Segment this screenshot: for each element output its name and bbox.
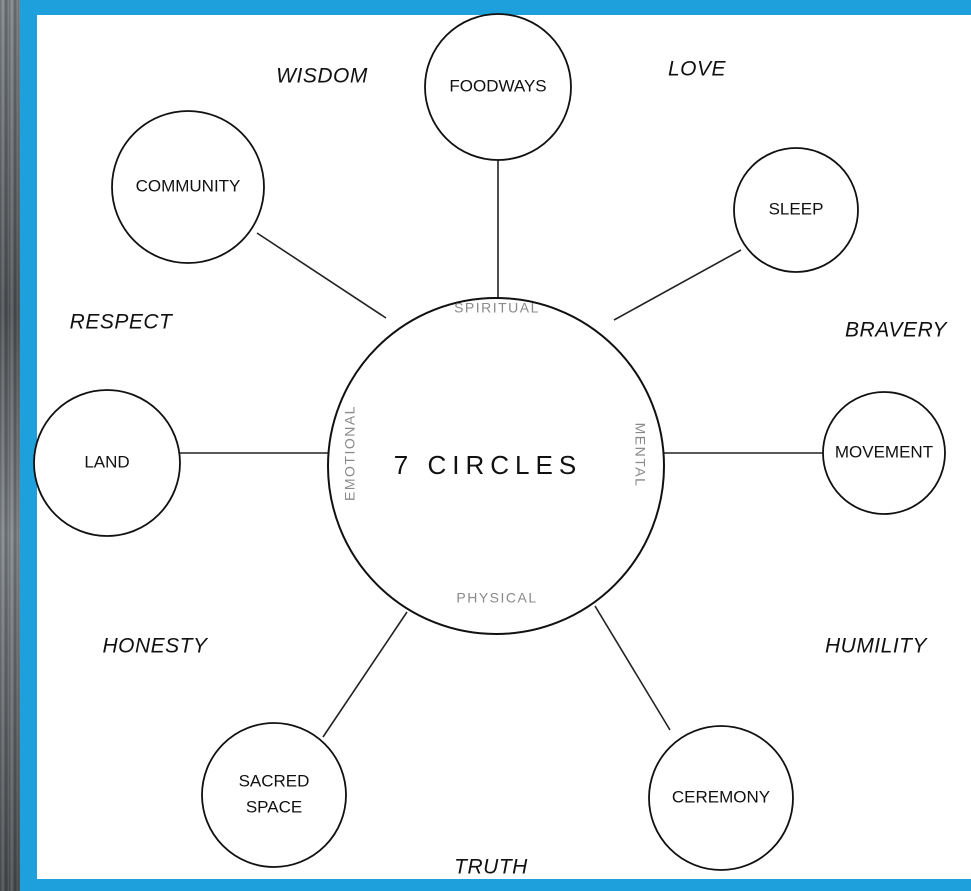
aspect-physical: PHYSICAL bbox=[456, 590, 537, 606]
aspect-emotional: EMOTIONAL bbox=[342, 405, 358, 501]
circle-ring-sacred-space bbox=[201, 722, 347, 868]
circle-ring-foodways bbox=[424, 13, 572, 161]
circle-label-sacred-space: SPACE bbox=[246, 797, 302, 816]
circle-land: LAND bbox=[33, 389, 181, 537]
circle-ring-movement bbox=[822, 391, 946, 515]
aspect-spiritual: SPIRITUAL bbox=[454, 300, 540, 316]
circle-ring-land bbox=[33, 389, 181, 537]
value-honesty: HONESTY bbox=[102, 635, 209, 658]
connector-sleep bbox=[613, 249, 742, 321]
center-circle: 7 CIRCLES SPIRITUAL PHYSICAL EMOTIONAL M… bbox=[327, 297, 665, 635]
circle-community: COMMUNITY bbox=[111, 110, 265, 264]
center-ring bbox=[327, 297, 665, 635]
center-title: 7 CIRCLES bbox=[394, 450, 582, 480]
value-truth: TRUTH bbox=[454, 856, 528, 879]
connector-ceremony bbox=[594, 605, 671, 731]
value-wisdom: WISDOM bbox=[276, 65, 368, 88]
circle-sleep: SLEEP bbox=[733, 147, 859, 273]
connectors bbox=[180, 160, 823, 738]
value-love: LOVE bbox=[668, 58, 727, 81]
circle-label-land: LAND bbox=[84, 452, 129, 471]
circle-label-sleep: SLEEP bbox=[769, 199, 824, 218]
connector-sacred-space bbox=[322, 611, 408, 738]
value-bravery: BRAVERY bbox=[845, 319, 948, 342]
value-labels: WISDOM LOVE RESPECT BRAVERY HONESTY HUMILITY T… bbox=[70, 58, 948, 879]
circle-label-ceremony: CEREMONY bbox=[672, 787, 770, 806]
circle-ring-sleep bbox=[733, 147, 859, 273]
circle-movement: MOVEMENT bbox=[822, 391, 946, 515]
circle-label-sacred-space: SACRED bbox=[239, 771, 310, 790]
circle-foodways: FOODWAYS bbox=[424, 13, 572, 161]
circle-ring-community bbox=[111, 110, 265, 264]
circle-label-movement: MOVEMENT bbox=[835, 442, 933, 461]
circle-label-foodways: FOODWAYS bbox=[449, 76, 546, 95]
circle-sacred-space: SACRED SPACE bbox=[201, 722, 347, 868]
circle-ring-ceremony bbox=[648, 725, 794, 871]
aspect-mental: MENTAL bbox=[632, 423, 648, 488]
value-respect: RESPECT bbox=[70, 311, 174, 334]
value-humility: HUMILITY bbox=[825, 635, 929, 658]
connector-community bbox=[256, 232, 387, 319]
circle-ceremony: CEREMONY bbox=[648, 725, 794, 871]
outer-circles: FOODWAYS SLEEP MOVEMENT CEREMONY SACRED SPACE… bbox=[33, 13, 946, 871]
circle-label-community: COMMUNITY bbox=[136, 176, 241, 195]
